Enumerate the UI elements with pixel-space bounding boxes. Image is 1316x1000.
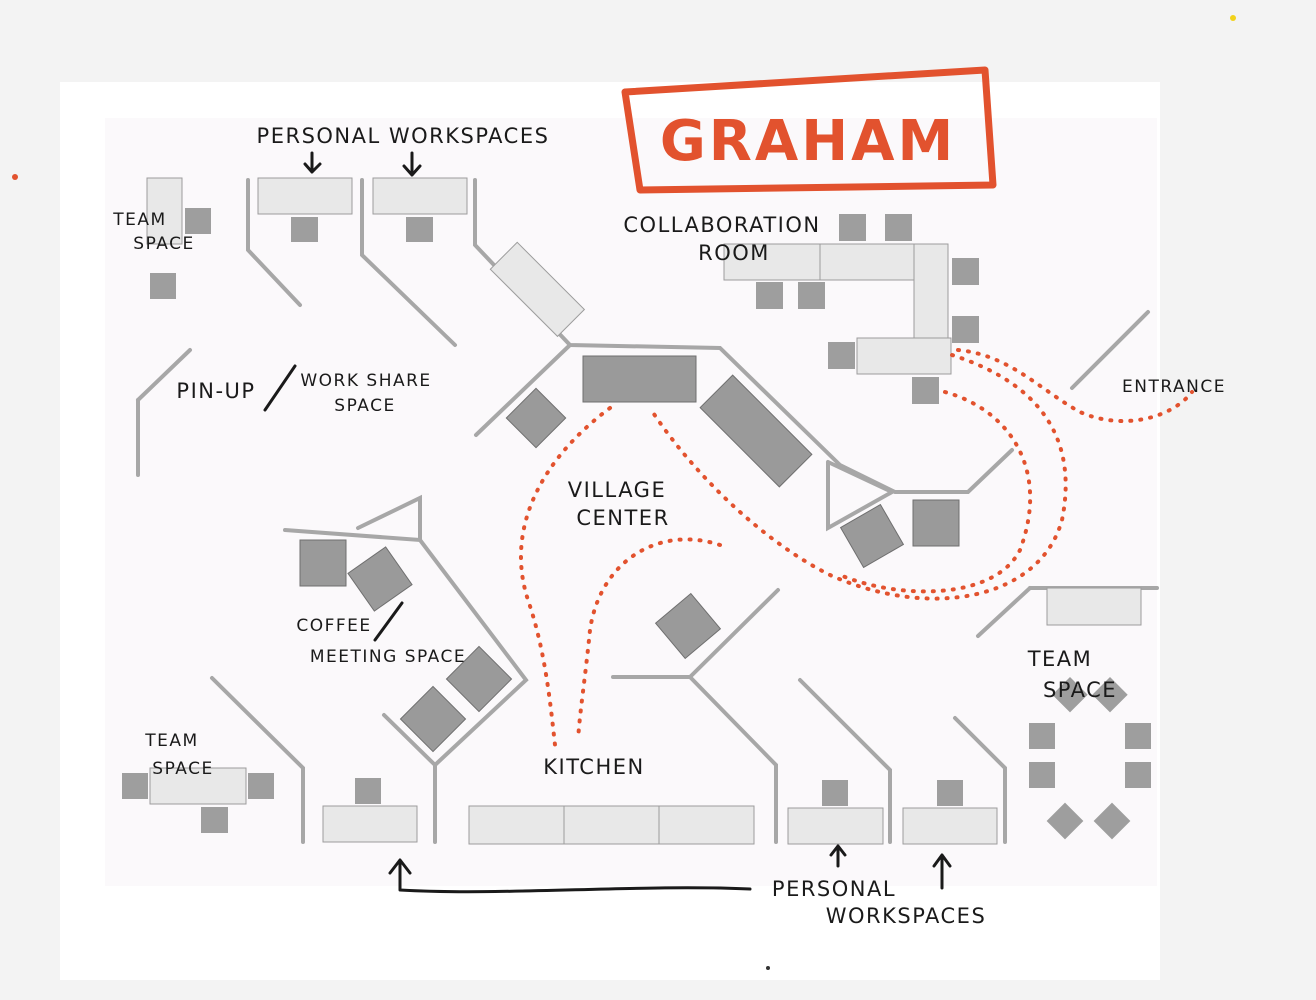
- walls: [136, 178, 1159, 844]
- village-center-furniture: [505, 355, 960, 660]
- label-personal-workspaces-bottom-1: PERSONAL: [772, 877, 896, 901]
- arrow-down-icon: [303, 151, 322, 174]
- label-village-center-1: VILLAGE: [568, 478, 666, 502]
- title-text: GRAHAM: [660, 109, 956, 174]
- personal-workspaces-top-furniture: [257, 177, 586, 338]
- label-pin-up: PIN-UP: [176, 379, 255, 403]
- label-coffee: COFFEE: [296, 616, 371, 636]
- label-team-space-right-2: SPACE: [1043, 678, 1117, 702]
- floor-area: [105, 118, 1157, 886]
- label-team-space-tl-1: TEAM: [112, 210, 166, 230]
- stray-dot: [766, 966, 770, 970]
- circulation-paths: [519, 348, 1194, 747]
- slash-mark: [373, 601, 404, 642]
- arrow-up-icon: [932, 853, 952, 890]
- collaboration-room-furniture: [723, 214, 979, 404]
- labels: PERSONAL WORKSPACES COLLABORATION ROOM T…: [112, 124, 1226, 928]
- label-collaboration-room-2: ROOM: [698, 241, 770, 265]
- label-personal-workspaces-bottom-2: WORKSPACES: [826, 904, 987, 928]
- annotation-arrows: [263, 151, 952, 894]
- label-team-space-right-1: TEAM: [1027, 647, 1093, 671]
- stray-dot: [1230, 15, 1236, 21]
- label-team-space-bl-1: TEAM: [144, 731, 198, 751]
- label-collaboration-room-1: COLLABORATION: [623, 213, 820, 237]
- arrow-up-icon: [388, 858, 752, 894]
- label-meeting-space: MEETING SPACE: [310, 647, 466, 667]
- label-kitchen: KITCHEN: [543, 755, 645, 779]
- label-work-share-1: WORK SHARE: [300, 371, 431, 391]
- coffee-meeting-furniture: [299, 539, 513, 753]
- title-box: GRAHAM: [621, 66, 997, 194]
- label-work-share-2: SPACE: [334, 396, 395, 416]
- personal-workspaces-bottom-furniture: [322, 778, 998, 845]
- slash-mark: [263, 364, 297, 412]
- label-team-space-tl-2: SPACE: [133, 234, 194, 254]
- label-village-center-2: CENTER: [576, 506, 669, 530]
- arrow-up-icon: [829, 844, 847, 868]
- label-personal-workspaces-top: PERSONAL WORKSPACES: [257, 124, 550, 148]
- team-space-top-left-furniture: [146, 177, 211, 299]
- stray-dot: [12, 174, 18, 180]
- team-space-bottom-left-furniture: [122, 767, 274, 833]
- label-team-space-bl-2: SPACE: [152, 759, 213, 779]
- label-entrance: ENTRANCE: [1122, 377, 1226, 397]
- arrow-down-icon: [402, 151, 422, 177]
